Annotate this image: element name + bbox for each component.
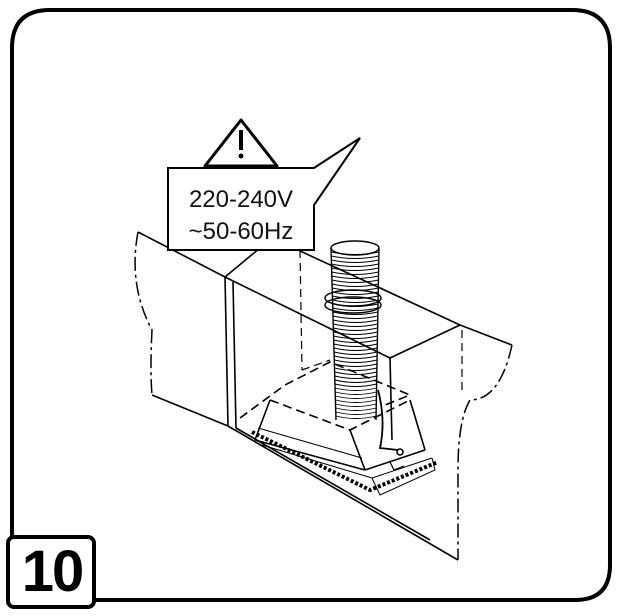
left-wall-edge [134,231,153,396]
duct-rib [332,319,378,323]
duct-rib [331,259,379,263]
duct-rib [333,347,378,351]
duct-rib [335,411,377,415]
duct-rib [333,339,378,343]
duct-rib [334,387,377,391]
duct-rib [335,415,377,419]
hidden-lines [299,249,463,392]
duct-rib [331,267,379,271]
duct-rib [334,367,378,371]
duct-rib [335,399,377,403]
cabinet-outline [137,231,513,561]
duct-ribs [330,251,380,419]
cooker-hood [239,361,439,496]
duct-rib [333,327,378,331]
duct-rib [335,407,377,411]
duct-rib [334,359,378,363]
duct-rib [333,335,378,339]
duct-rib [333,351,378,355]
duct-rib [335,395,377,399]
duct-rib [331,255,380,259]
right-wall-edge [457,344,513,560]
step-number-box [6,535,96,609]
duct-rib [332,311,379,315]
frequency-label: ~50-60Hz [188,218,294,245]
duct-rib [331,279,379,283]
duct-rib [334,355,378,359]
duct-rib [331,287,379,291]
duct-rib [334,383,377,387]
duct-rib [335,403,377,407]
duct-rib [331,271,379,275]
duct-rib [335,391,377,395]
duct-rib [334,375,377,379]
duct-rib [330,251,380,255]
duct-rib [332,295,379,299]
duct-rib [333,331,378,335]
duct-rib [333,323,378,327]
duct-rib [331,275,379,279]
duct-rib [332,303,379,307]
duct-rib [334,363,378,367]
warning-triangle-icon [203,118,279,168]
step-number: 10 [21,539,85,604]
voltage-label: 220-240V [188,186,294,213]
duct-rib [332,315,378,319]
duct-rib [332,307,379,311]
duct-rib [332,299,379,303]
frame-border [10,8,612,602]
duct-rib [332,291,379,295]
duct-rib [331,283,379,287]
duct-rib [334,371,377,375]
flexible-duct [324,240,382,421]
duct-rib [333,343,378,347]
warning-callout [167,137,361,251]
duct-rib [331,263,379,267]
duct-rib [334,379,377,383]
